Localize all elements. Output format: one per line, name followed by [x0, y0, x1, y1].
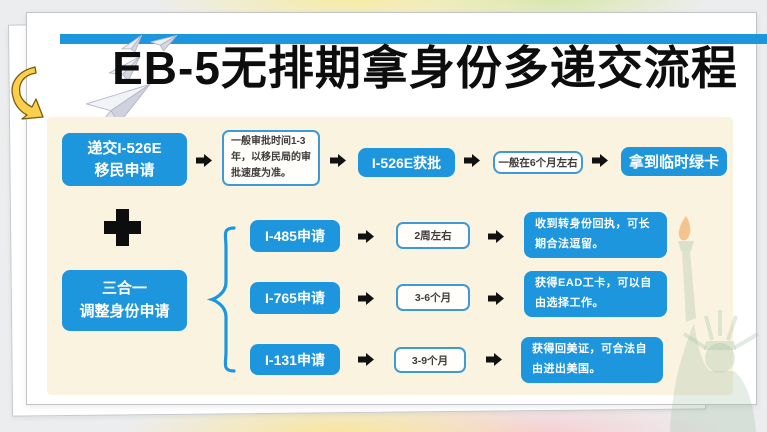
- note-approval-time: 一般审批时间1-3 年，以移民局的审 批速度为准。: [222, 130, 320, 186]
- brace-icon: [206, 226, 236, 373]
- result-i765: 获得EAD工卡，可以自 由选择工作。: [524, 271, 667, 317]
- arrow-right-icon: [488, 229, 504, 244]
- time-i485: 2周左右: [396, 222, 470, 249]
- paper-planes-icon: [86, 34, 178, 122]
- statue-of-liberty-icon: [670, 216, 760, 432]
- arrow-right-icon: [488, 291, 504, 306]
- time-i131: 3-9个月: [394, 347, 466, 373]
- plus-icon: [104, 209, 141, 246]
- step-three-in-one: 三合一 调整身份申请: [62, 270, 187, 331]
- top-accent-bar: [60, 34, 767, 44]
- result-i131: 获得回美证，可合法自 由进出美国。: [521, 337, 663, 383]
- arrow-right-icon: [358, 352, 374, 367]
- page-title: EB-5无排期拿身份多递交流程: [112, 42, 738, 94]
- form-i485: I-485申请: [250, 220, 340, 252]
- curved-arrow-icon: [11, 66, 44, 120]
- step-i526e-approved: I-526E获批: [358, 148, 455, 177]
- time-i765: 3-6个月: [396, 284, 470, 311]
- arrow-right-icon: [358, 229, 374, 244]
- arrow-right-icon: [358, 291, 374, 306]
- step-submit-i526e: 递交I-526E 移民申请: [62, 133, 187, 186]
- form-i765: I-765申请: [250, 282, 340, 314]
- step-temp-green-card: 拿到临时绿卡: [621, 147, 727, 176]
- arrow-right-icon: [330, 153, 346, 168]
- form-i131: I-131申请: [250, 344, 340, 375]
- arrow-right-icon: [196, 153, 212, 168]
- result-i485: 收到转身份回执，可长 期合法逗留。: [524, 212, 667, 258]
- arrow-right-icon: [592, 153, 608, 168]
- note-six-months: 一般在6个月左右: [493, 151, 583, 174]
- arrow-right-icon: [486, 352, 502, 367]
- arrow-right-icon: [464, 153, 480, 168]
